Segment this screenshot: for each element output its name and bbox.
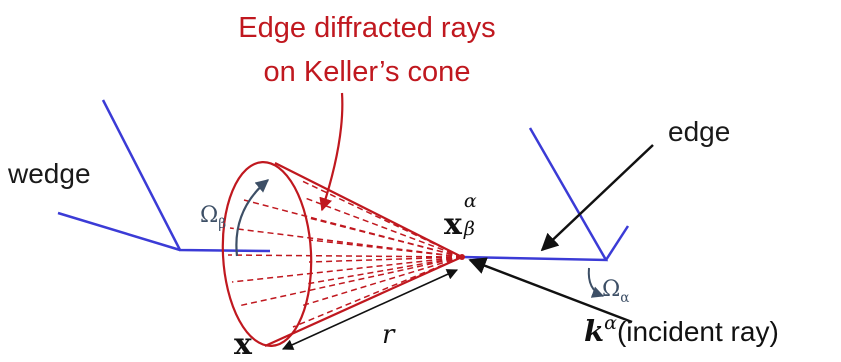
wedge-label: wedge <box>8 158 91 189</box>
keller-cone <box>221 160 463 348</box>
edge-pointer-arrow <box>540 144 654 252</box>
omega-alpha-arrow <box>587 267 605 298</box>
omega-beta-arrow <box>235 179 270 257</box>
diffraction-point <box>459 254 465 260</box>
incident-ray-label: kα(incident ray) <box>584 312 779 348</box>
cone-rim <box>221 160 313 348</box>
diagram-title-line1: Edge diffracted rays <box>238 12 496 44</box>
title-pointer-arrow <box>319 92 344 212</box>
x-point-label: x <box>234 327 252 362</box>
diagram-title-line2: on Keller’s cone <box>263 56 471 88</box>
diffracted-rays <box>227 179 463 328</box>
omega-beta-label: Ωβ <box>200 203 227 232</box>
right-wedge <box>461 127 630 262</box>
edge-label: edge <box>668 116 731 147</box>
left-wedge <box>57 99 271 253</box>
omega-alpha-label: Ωα <box>602 277 630 306</box>
r-label: r <box>382 320 395 350</box>
cone-top-generator <box>274 162 463 258</box>
cone-bottom-generator <box>264 255 463 348</box>
r-distance-arrow <box>281 269 459 350</box>
incident-ray-arrow <box>468 257 633 324</box>
